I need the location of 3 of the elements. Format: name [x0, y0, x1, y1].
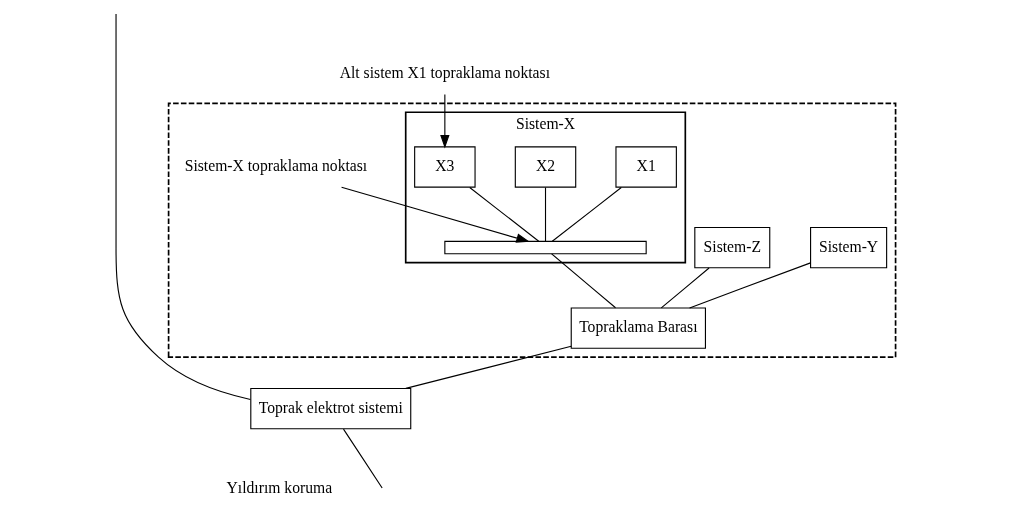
label: Yıldırım koruma — [226, 479, 333, 497]
node-text: Sistem-X topraklama noktası — [184, 157, 368, 175]
node-text: Alt sistem X1 topraklama noktası — [339, 64, 550, 82]
